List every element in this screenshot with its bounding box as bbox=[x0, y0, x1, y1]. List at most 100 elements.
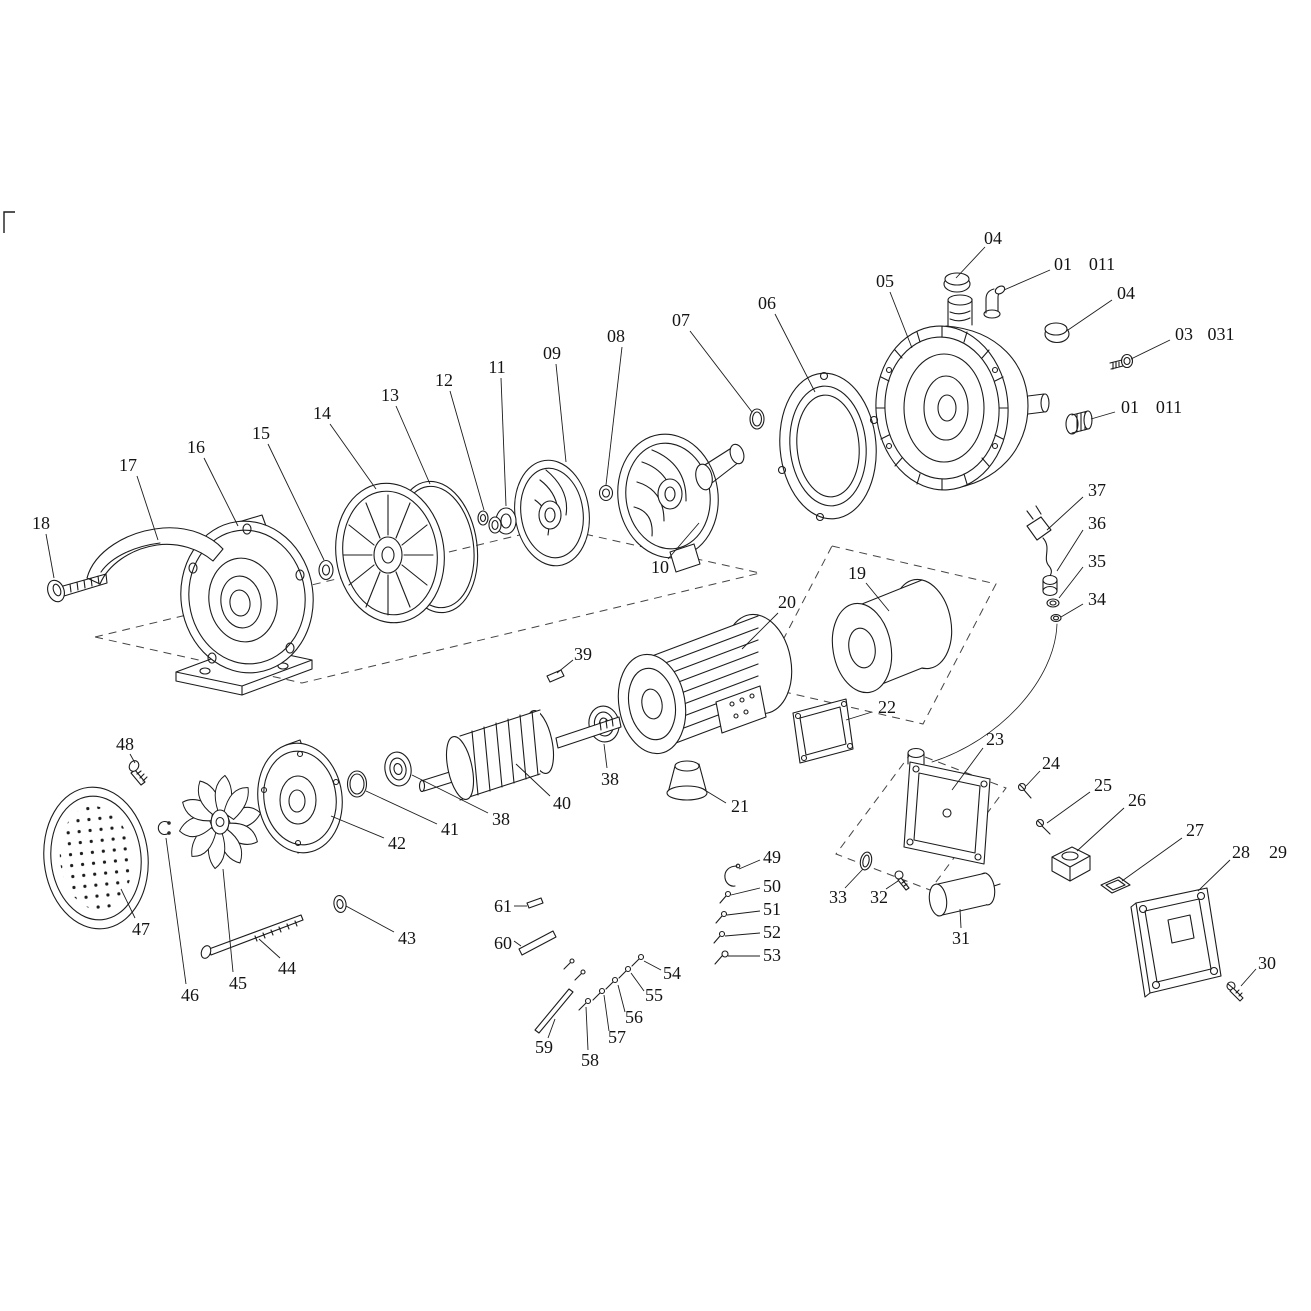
part-label-55: 55 bbox=[645, 985, 663, 1005]
part-label-42: 42 bbox=[388, 833, 406, 853]
part-circlip bbox=[157, 820, 171, 836]
part-label-44: 44 bbox=[278, 958, 296, 978]
leader-line-32 bbox=[885, 880, 899, 890]
leader-line-44 bbox=[258, 938, 281, 959]
leader-line-14 bbox=[329, 423, 377, 490]
part-switch bbox=[1051, 846, 1091, 882]
part-label-05: 05 bbox=[876, 271, 894, 291]
part-label-28: 28 bbox=[1232, 842, 1250, 862]
leader-line-47 bbox=[120, 888, 136, 919]
page-corner-mark bbox=[3, 211, 15, 233]
part-label-26: 26 bbox=[1128, 790, 1146, 810]
part-label-37: 37 bbox=[1088, 480, 1106, 500]
part-strip-59 bbox=[534, 988, 574, 1034]
part-label-07: 07 bbox=[672, 310, 690, 330]
part-oring-small bbox=[749, 408, 765, 430]
leader-line-04 bbox=[955, 246, 986, 279]
part-box-screw-b bbox=[1035, 818, 1051, 835]
part-handle-screw bbox=[47, 573, 108, 603]
part-label-17: 17 bbox=[119, 455, 137, 475]
leader-line-26 bbox=[1076, 807, 1125, 852]
part-label-31: 31 bbox=[952, 928, 970, 948]
part-label-58: 58 bbox=[581, 1050, 599, 1070]
part-label-031: 031 bbox=[1208, 324, 1235, 344]
part-label-22: 22 bbox=[878, 697, 896, 717]
part-drain-plug bbox=[1065, 410, 1093, 435]
leader-line-48 bbox=[129, 753, 136, 764]
part-terminal-box-cover bbox=[1130, 887, 1222, 998]
part-jet-diffuser bbox=[617, 433, 745, 573]
part-label-18: 18 bbox=[32, 513, 50, 533]
leader-line-27 bbox=[1121, 837, 1183, 882]
part-switch-gasket bbox=[1100, 876, 1131, 894]
part-power-cord-plug bbox=[1026, 505, 1052, 577]
part-label-24: 24 bbox=[1042, 753, 1060, 773]
leader-line-49 bbox=[738, 859, 761, 870]
leader-line-04 bbox=[1067, 299, 1113, 331]
leader-line-19 bbox=[865, 582, 890, 612]
leader-line-18 bbox=[45, 533, 55, 579]
part-end-cover bbox=[257, 739, 343, 854]
part-rotor bbox=[418, 709, 622, 801]
part-label-51: 51 bbox=[763, 899, 781, 919]
part-box-gasket bbox=[792, 698, 854, 764]
leader-line-25 bbox=[1046, 791, 1091, 824]
leader-line-57 bbox=[603, 994, 610, 1032]
part-seal-washers bbox=[477, 510, 502, 534]
part-small-gasket bbox=[859, 851, 873, 871]
part-label-04: 04 bbox=[1117, 283, 1135, 303]
part-carry-handle bbox=[86, 527, 224, 585]
leader-line-38 bbox=[603, 743, 608, 769]
part-label-01: 01 bbox=[1054, 254, 1072, 274]
part-label-21: 21 bbox=[731, 796, 749, 816]
part-nut bbox=[598, 484, 614, 502]
leader-line-20 bbox=[741, 612, 779, 650]
part-label-20: 20 bbox=[778, 592, 796, 612]
leader-line-12 bbox=[449, 390, 485, 511]
part-label-35: 35 bbox=[1088, 551, 1106, 571]
part-label-06: 06 bbox=[758, 293, 776, 313]
part-label-54: 54 bbox=[663, 963, 681, 983]
part-stator bbox=[617, 613, 793, 755]
part-rubber-foot bbox=[666, 760, 708, 801]
part-label-34: 34 bbox=[1088, 589, 1106, 609]
part-screw-03 bbox=[1109, 353, 1134, 370]
part-label-23: 23 bbox=[986, 729, 1004, 749]
leader-line-01 bbox=[1090, 411, 1116, 420]
part-label-03: 03 bbox=[1175, 324, 1193, 344]
leader-line-55 bbox=[630, 972, 645, 992]
part-gland-nut bbox=[1046, 598, 1060, 608]
part-label-25: 25 bbox=[1094, 775, 1112, 795]
leader-line-58 bbox=[585, 1006, 589, 1051]
leader-line-33 bbox=[844, 868, 864, 889]
leader-line-09 bbox=[555, 363, 567, 463]
leader-line-45 bbox=[222, 868, 234, 973]
leader-line-03 bbox=[1130, 339, 1171, 360]
leader-line-37 bbox=[1046, 496, 1084, 531]
part-fastener-column bbox=[713, 863, 741, 965]
leader-line-59 bbox=[547, 1018, 556, 1039]
leader-line-50 bbox=[730, 887, 761, 896]
part-label-41: 41 bbox=[441, 819, 459, 839]
part-label-04: 04 bbox=[984, 228, 1002, 248]
part-label-13: 13 bbox=[381, 385, 399, 405]
leader-line-52 bbox=[724, 932, 761, 937]
leader-line-08 bbox=[605, 346, 623, 486]
part-label-011: 011 bbox=[1089, 254, 1115, 274]
part-label-45: 45 bbox=[229, 973, 247, 993]
leader-line-56 bbox=[617, 984, 626, 1013]
part-label-11: 11 bbox=[488, 357, 505, 377]
part-label-53: 53 bbox=[763, 945, 781, 965]
part-terminal-box-base bbox=[903, 747, 991, 865]
part-gland-washer bbox=[1050, 613, 1062, 623]
part-label-47: 47 bbox=[132, 919, 150, 939]
part-label-011: 011 bbox=[1156, 397, 1182, 417]
part-label-15: 15 bbox=[252, 423, 270, 443]
part-label-61: 61 bbox=[494, 896, 512, 916]
leader-line-42 bbox=[330, 815, 385, 839]
leader-line-23 bbox=[951, 747, 984, 791]
part-label-52: 52 bbox=[763, 922, 781, 942]
leader-line-15 bbox=[267, 443, 325, 561]
part-label-60: 60 bbox=[494, 933, 512, 953]
